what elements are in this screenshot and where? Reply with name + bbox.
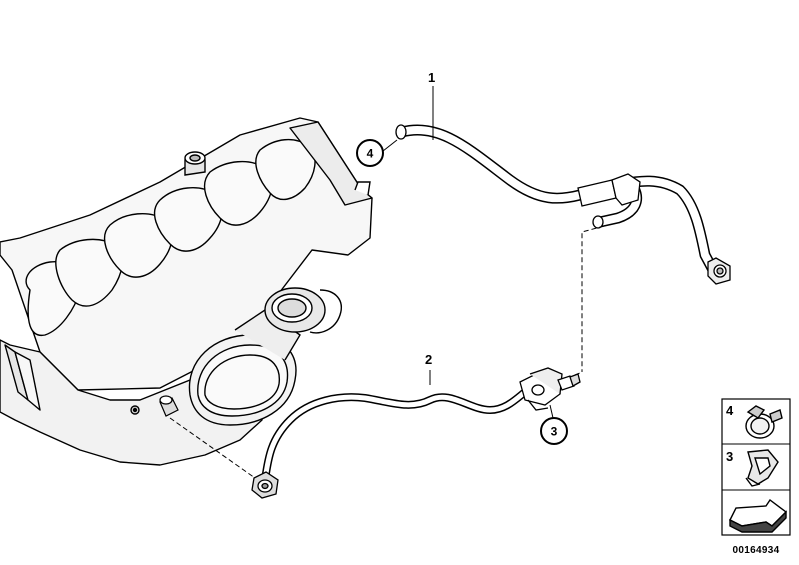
holder-clip-icon	[745, 449, 779, 487]
check-valve-illustration	[519, 367, 581, 411]
hose-clamp-icon	[745, 405, 783, 439]
legend-item-hose-clamp[interactable]: 4	[726, 403, 783, 439]
part-4-circle	[356, 139, 384, 167]
leader-lines	[382, 86, 554, 419]
engine-cover-illustration	[0, 117, 373, 466]
hose-2-fittings	[251, 471, 279, 499]
legend-item-3-number: 3	[726, 449, 733, 464]
part-1-number: 1	[428, 70, 435, 85]
part-4-number: 4	[367, 147, 374, 161]
part-2-number: 2	[425, 352, 432, 367]
hose-1-fittings	[395, 124, 731, 285]
legend-item-4-number: 4	[726, 403, 734, 418]
hose-2-illustration	[261, 388, 529, 484]
assembly-dashed-lines	[169, 225, 605, 479]
gasket-shim-icon	[729, 498, 788, 533]
parts-legend: 4 3	[721, 398, 791, 536]
document-id: 00164934	[733, 545, 780, 556]
breather-nipple-illustration	[184, 151, 371, 196]
part-3-callout[interactable]: 3	[540, 417, 568, 445]
vacuum-port-illustration	[159, 395, 179, 417]
hose-1-illustration	[396, 124, 718, 274]
filler-cap-illustration	[264, 287, 342, 334]
legend-item-holder-clip[interactable]: 3	[726, 449, 779, 487]
intake-flange-illustration	[188, 309, 301, 426]
part-4-callout[interactable]: 4	[356, 139, 384, 167]
part-3-number: 3	[551, 425, 558, 439]
part-3-circle	[540, 417, 568, 445]
legend-item-gasket[interactable]	[729, 498, 788, 533]
